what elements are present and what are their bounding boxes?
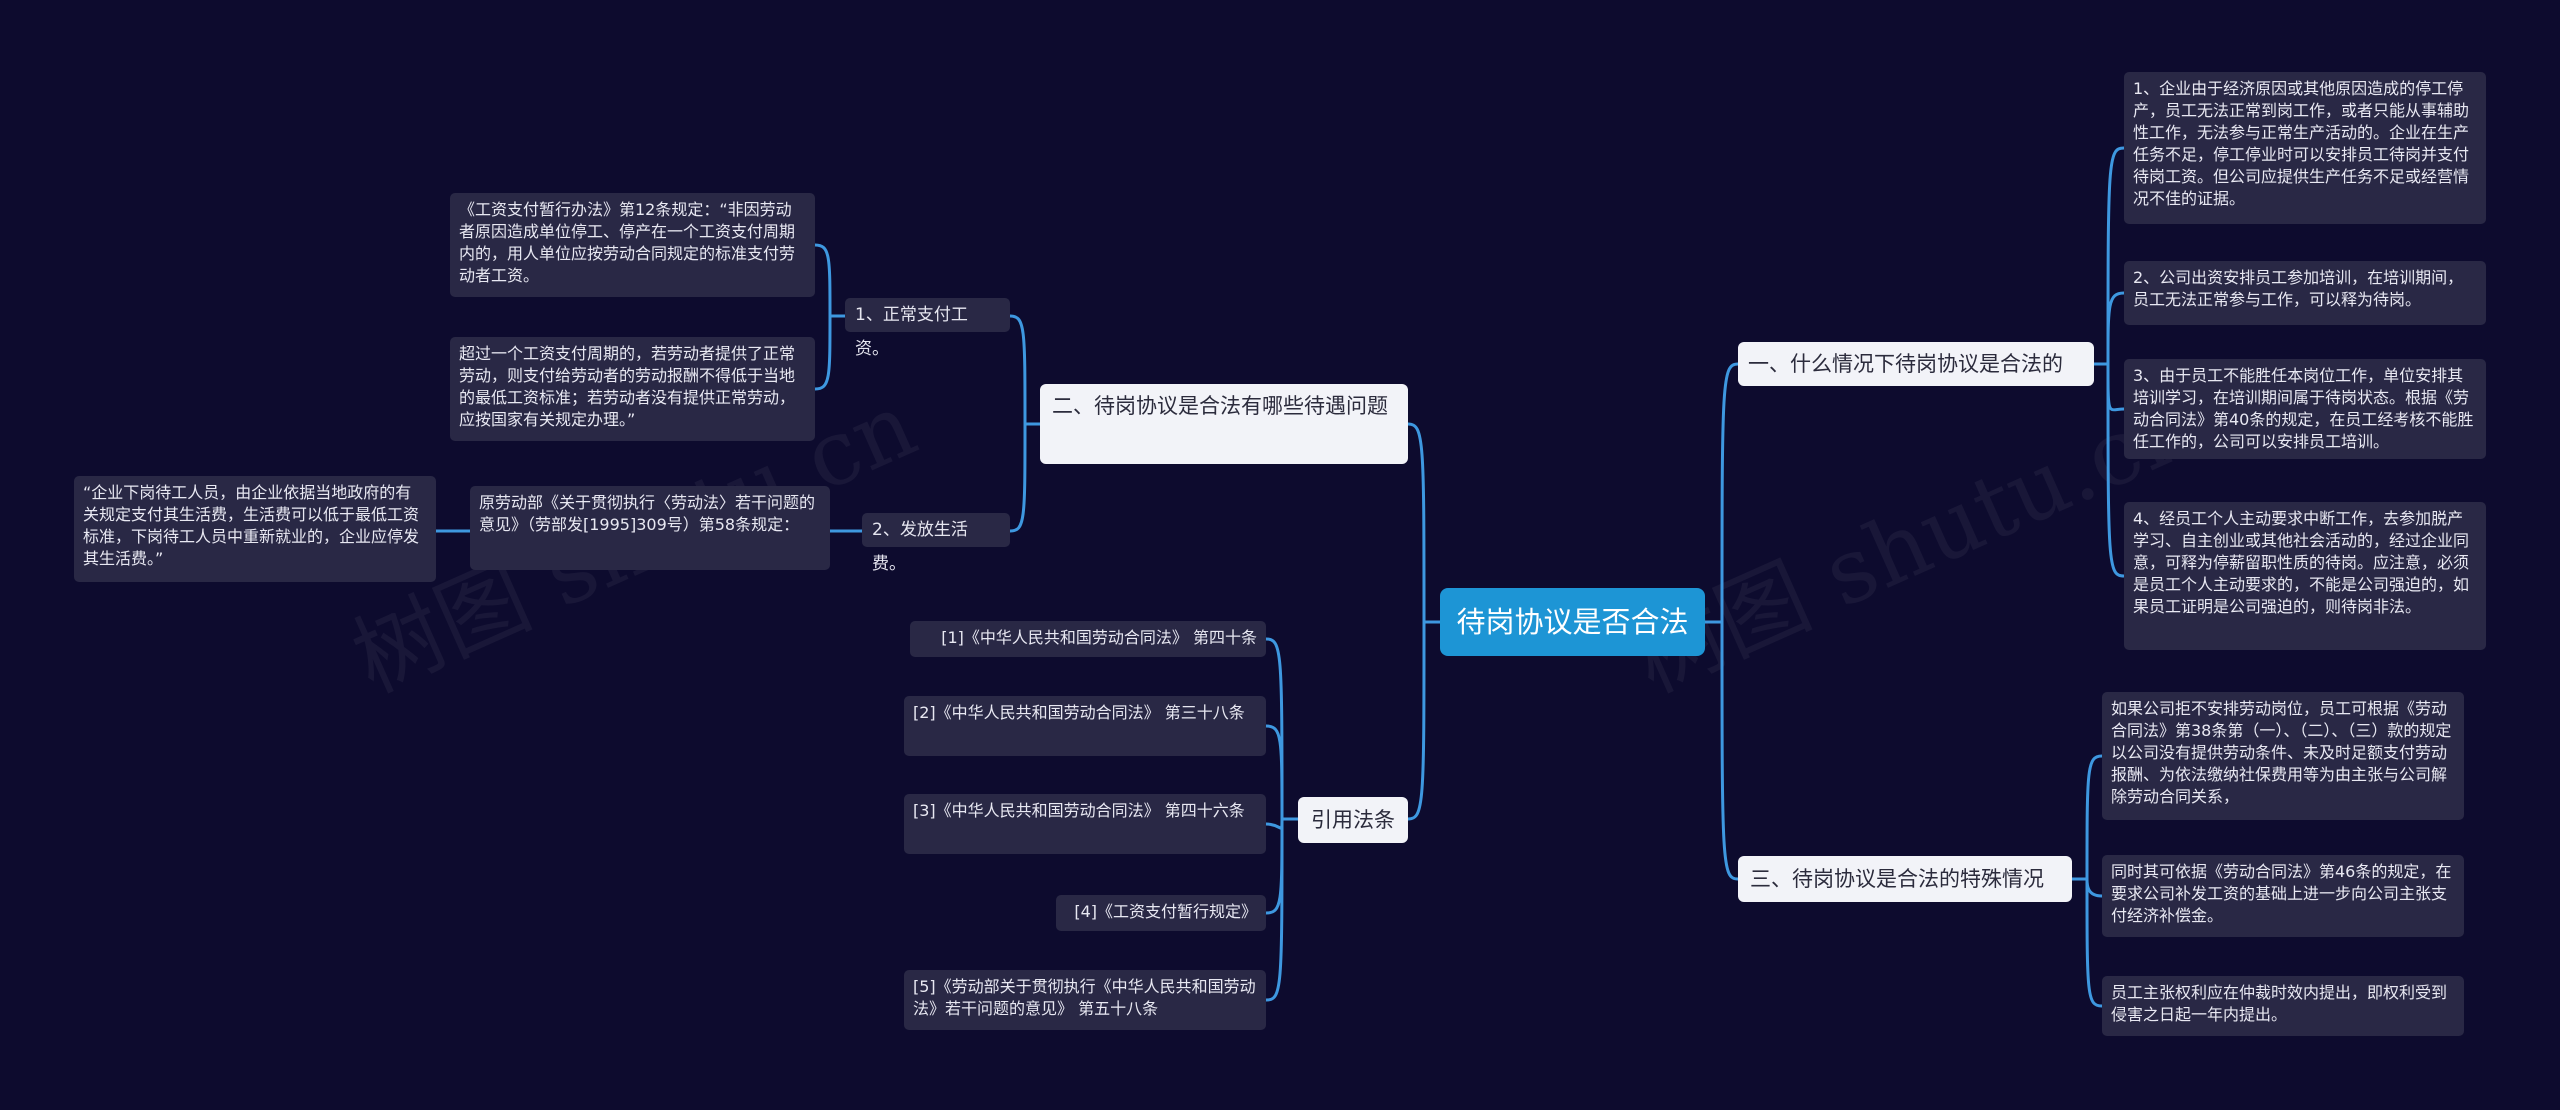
link-sub1-1: [814, 243, 845, 318]
leaf-allowance-quote[interactable]: “企业下岗待工人员，由企业依据当地政府的有关规定支付其生活费，生活费可以低于最低…: [74, 476, 436, 582]
link-b4-5: [1265, 817, 1298, 1002]
leaf-wages-2[interactable]: 超过一个工资支付周期的，若劳动者提供了正常劳动，则支付给劳动者的劳动报酬不得低于…: [450, 337, 815, 441]
branch-treatment-issues[interactable]: 二、待岗协议是合法有哪些待遇问题: [1040, 384, 1408, 464]
link-b2-sub2: [1009, 422, 1040, 533]
link-root-b3: [1705, 620, 1739, 881]
root-topic[interactable]: 待岗协议是否合法: [1440, 588, 1705, 656]
leaf-law-4[interactable]: [4]《工资支付暂行规定》: [1056, 895, 1266, 931]
leaf-special-3[interactable]: 员工主张权利应在仲裁时效内提出，即权利受到侵害之日起一年内提出。: [2102, 976, 2464, 1036]
link-b4-2: [1265, 724, 1298, 821]
leaf-law-5[interactable]: [5]《劳动部关于贯彻执行《中华人民共和国劳动法》若干问题的意见》 第五十八条: [904, 970, 1266, 1030]
sub-pay-wages[interactable]: 1、正常支付工资。: [845, 298, 1010, 359]
branch-legal-situations[interactable]: 一、什么情况下待岗协议是合法的: [1738, 342, 2094, 386]
link-sub1-2: [814, 314, 845, 391]
link-b1-2: [2094, 291, 2125, 366]
link-root-b1: [1705, 362, 1739, 624]
leaf-special-2[interactable]: 同时其可依据《劳动合同法》第46条的规定，在要求公司补发工资的基础上进一步向公司…: [2102, 855, 2464, 937]
link-b3-1: [2072, 754, 2103, 881]
leaf-wages-1[interactable]: 《工资支付暂行办法》第12条规定：“非因劳动者原因造成单位停工、停产在一个工资支…: [450, 193, 815, 297]
leaf-legal-2[interactable]: 2、公司出资安排员工参加培训，在培训期间，员工无法正常参与工作，可以释为待岗。: [2124, 261, 2486, 325]
leaf-special-1[interactable]: 如果公司拒不安排劳动岗位，员工可根据《劳动合同法》第38条第（一）、（二）、（三…: [2102, 692, 2464, 820]
leaf-law-3[interactable]: [3]《中华人民共和国劳动合同法》 第四十六条: [904, 794, 1266, 854]
leaf-legal-4[interactable]: 4、经员工个人主动要求中断工作，去参加脱产学习、自主创业或其他社会活动的，经过企…: [2124, 502, 2486, 650]
leaf-law-2[interactable]: [2]《中华人民共和国劳动合同法》 第三十八条: [904, 696, 1266, 756]
leaf-allowance-rule[interactable]: 原劳动部《关于贯彻执行〈劳动法〉若干问题的意见》（劳部发[1995]309号）第…: [470, 486, 830, 570]
link-root-b2: [1407, 422, 1440, 624]
branch-cited-laws[interactable]: 引用法条: [1298, 797, 1408, 843]
link-root-b4: [1407, 620, 1440, 821]
leaf-legal-1[interactable]: 1、企业由于经济原因或其他原因造成的停工停产，员工无法正常到岗工作，或者只能从事…: [2124, 72, 2486, 224]
link-b1-4: [2094, 362, 2125, 578]
leaf-law-1[interactable]: [1]《中华人民共和国劳动合同法》 第四十条: [910, 621, 1266, 657]
link-b3-3: [2072, 877, 2103, 1008]
branch-special-cases[interactable]: 三、待岗协议是合法的特殊情况: [1738, 856, 2072, 902]
leaf-legal-3[interactable]: 3、由于员工不能胜任本岗位工作，单位安排其培训学习，在培训期间属于待岗状态。根据…: [2124, 359, 2486, 459]
link-b2-sub1: [1009, 314, 1040, 426]
sub-living-allowance[interactable]: 2、发放生活费。: [862, 513, 1010, 574]
